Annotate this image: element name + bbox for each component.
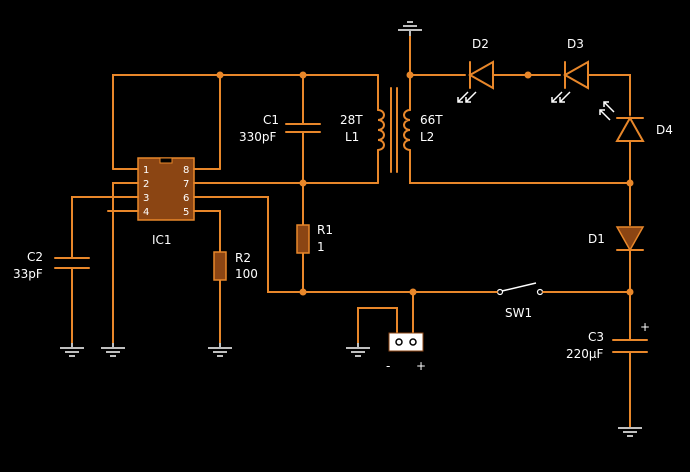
connector-plus-label: + [416,359,426,373]
d2-triangle [467,60,494,90]
sw1-lever [501,282,537,292]
wire-connector-minus [357,307,398,344]
sw1-label: SW1 [505,306,532,320]
junctions [216,71,634,296]
r2[interactable]: R2 100 [213,251,258,281]
d4-label: D4 [656,123,673,137]
ground-icon [346,343,370,357]
c2[interactable]: C2 33pF [13,250,90,281]
r1-value: 1 [317,240,325,254]
junction-dot [409,288,417,296]
wire-top-bus [112,74,379,159]
grounds [60,21,642,437]
d4-triangle [615,115,645,142]
connector-pin-minus [395,338,403,346]
junction-dot [406,71,414,79]
d2[interactable]: D2 [457,37,498,103]
d3[interactable]: D3 [551,37,593,103]
ic1-pin-4: 4 [143,207,149,218]
l1-coil [377,109,385,151]
ground-icon [208,343,232,357]
light-emission-icon [599,101,615,121]
connector-body [388,332,424,352]
ic1-pin-8: 8 [183,165,189,176]
ground-icon [101,343,125,357]
d2-label: D2 [472,37,489,51]
connector-minus-label: - [386,359,390,373]
sw1[interactable]: SW1 [494,282,546,320]
c3[interactable]: + C3 220µF [566,320,650,361]
junction-dot [524,71,532,79]
sw1-contact-left [496,288,504,296]
c3-value: 220µF [566,347,604,361]
junction-dot [299,179,307,187]
l1-label: L1 [345,130,359,144]
d1[interactable]: D1 [588,226,645,252]
wire-pin5 [209,210,221,253]
ic1-pin-5: 5 [183,207,189,218]
ic1-notch [159,157,173,164]
c2-label: C2 [27,250,43,264]
l1-turns: 28T [340,113,363,127]
r1-label: R1 [317,223,333,237]
l2-label: L2 [420,130,434,144]
ic1-pin-6: 6 [183,193,189,204]
d3-label: D3 [567,37,584,51]
ground-icon [398,21,422,36]
c3-label: C3 [588,330,604,344]
r1[interactable]: R1 1 [296,223,333,254]
power-connector[interactable]: - + [357,307,426,373]
ic1-pin-1: 1 [143,165,149,176]
c2-value: 33pF [13,267,43,281]
r1-body [296,224,310,254]
light-emission-icon [551,91,571,103]
r2-label: R2 [235,251,251,265]
wire-pin3-c2 [71,196,129,259]
ground-icon [618,427,642,437]
sw1-contact-right [536,288,544,296]
d1-label: D1 [588,232,605,246]
junction-dot [299,71,307,79]
l2-coil [403,109,411,151]
d4[interactable]: D4 [599,101,673,142]
d1-triangle [615,226,645,252]
ic1-pin-7: 7 [183,179,189,190]
ic1-body [137,157,195,221]
transformer[interactable]: 28T L1 66T L2 [340,87,443,173]
c1[interactable]: C1 330pF [239,113,321,144]
ic1-pin-3: 3 [143,193,149,204]
wire-d3-d4 [591,74,631,116]
junction-dot [216,71,224,79]
wire-pin2 [112,182,129,344]
junction-dot [299,288,307,296]
c1-label: C1 [263,113,279,127]
wires [71,35,631,429]
r2-value: 100 [235,267,258,281]
r2-body [213,251,227,281]
c1-value: 330pF [239,130,277,144]
wire-pin6 [209,196,304,293]
d3-triangle [562,60,589,90]
ic1-label: IC1 [152,233,172,247]
c3-polarity: + [640,320,650,334]
l2-turns: 66T [420,113,443,127]
connector-pin-plus [409,338,417,346]
junction-dot [626,179,634,187]
light-emission-icon [457,91,477,103]
junction-dot [626,288,634,296]
ic1-pin-2: 2 [143,179,149,190]
ic1[interactable]: 1 2 3 4 8 7 6 5 IC1 [127,157,211,247]
wire-l2-bottom [409,149,631,184]
ground-icon [60,343,84,357]
